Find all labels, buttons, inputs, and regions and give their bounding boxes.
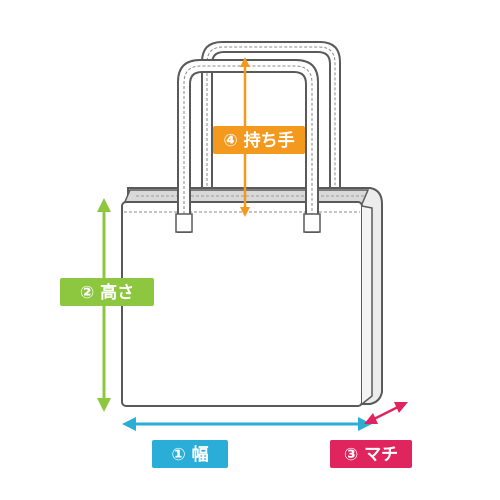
svg-text:① 幅: ① 幅 (171, 444, 208, 465)
bag-back-panel (127, 187, 383, 405)
gusset-dimension-arrow (364, 402, 408, 424)
svg-text:③ マチ: ③ マチ (344, 445, 398, 465)
handle-label: ④ 持ち手 (213, 126, 305, 154)
tote-bag-icon (121, 41, 383, 407)
height-label: ② 高さ (60, 278, 154, 306)
width-dimension-arrow (122, 417, 372, 431)
svg-text:④ 持ち手: ④ 持ち手 (223, 130, 294, 151)
bag-front-panel (121, 201, 363, 407)
gusset-label: ③ マチ (330, 440, 412, 468)
width-label: ① 幅 (152, 440, 228, 468)
svg-text:② 高さ: ② 高さ (80, 282, 134, 303)
